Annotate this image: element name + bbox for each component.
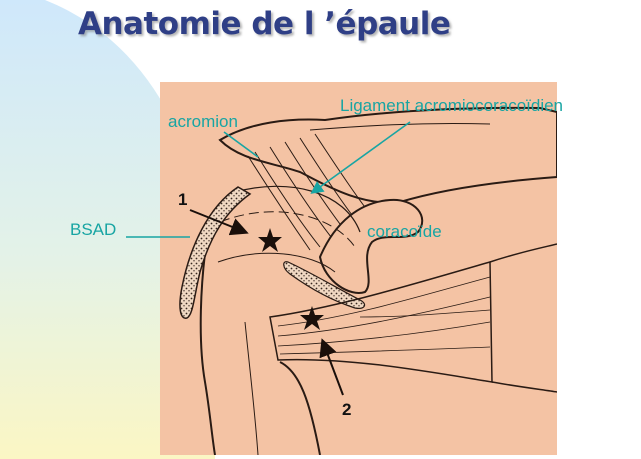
label-bsad: BSAD [70, 220, 116, 240]
label-coracoide: coracoïde [367, 222, 442, 242]
marker-number-2: 2 [342, 400, 351, 420]
label-ligament-acromiocoracoidien: Ligament acromiocoracoïdien [340, 96, 563, 116]
slide-title: Anatomie de l ’épaule [78, 6, 450, 42]
label-acromion: acromion [168, 112, 238, 132]
shoulder-anatomy-illustration [160, 82, 557, 455]
marker-number-1: 1 [178, 190, 187, 210]
